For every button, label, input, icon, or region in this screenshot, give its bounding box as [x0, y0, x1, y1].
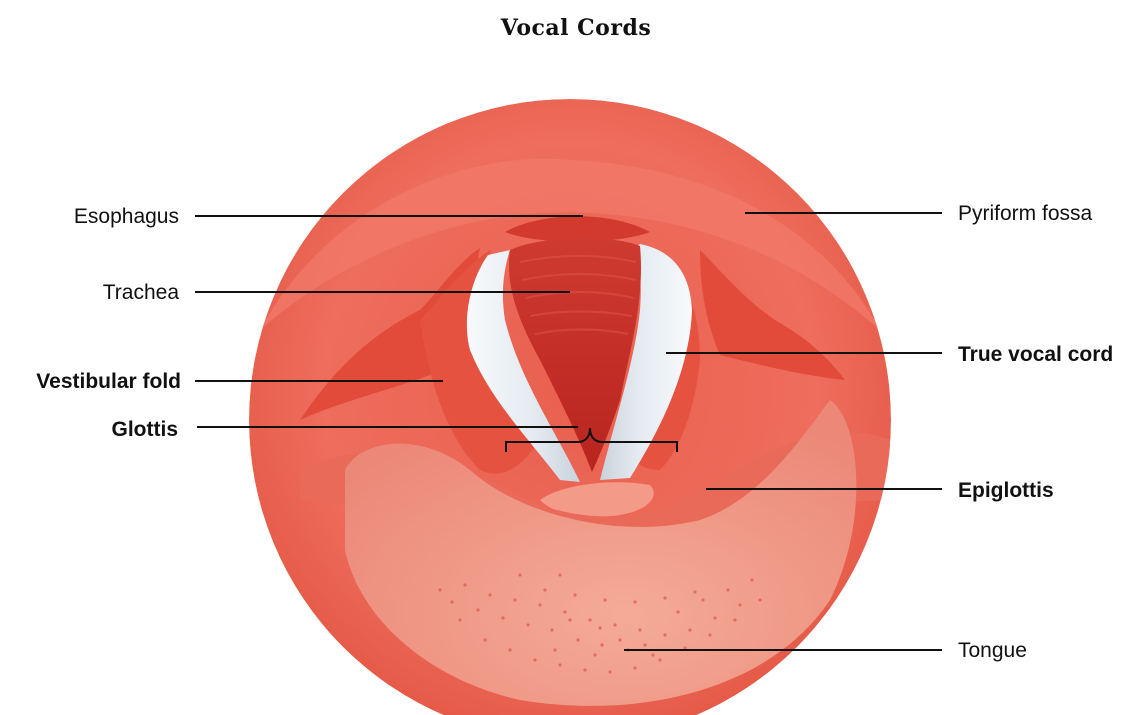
label-true-vocal-cord: True vocal cord [958, 343, 1113, 366]
label-vestibular-fold: Vestibular fold [36, 370, 181, 393]
diagram-title: Vocal Cords [500, 15, 651, 41]
label-tongue: Tongue [958, 639, 1027, 662]
larynx-illustration [249, 99, 891, 715]
label-esophagus: Esophagus [74, 205, 179, 228]
label-glottis: Glottis [112, 418, 179, 441]
label-trachea: Trachea [103, 281, 180, 304]
label-pyriform-fossa: Pyriform fossa [958, 202, 1093, 225]
label-epiglottis: Epiglottis [958, 479, 1054, 502]
